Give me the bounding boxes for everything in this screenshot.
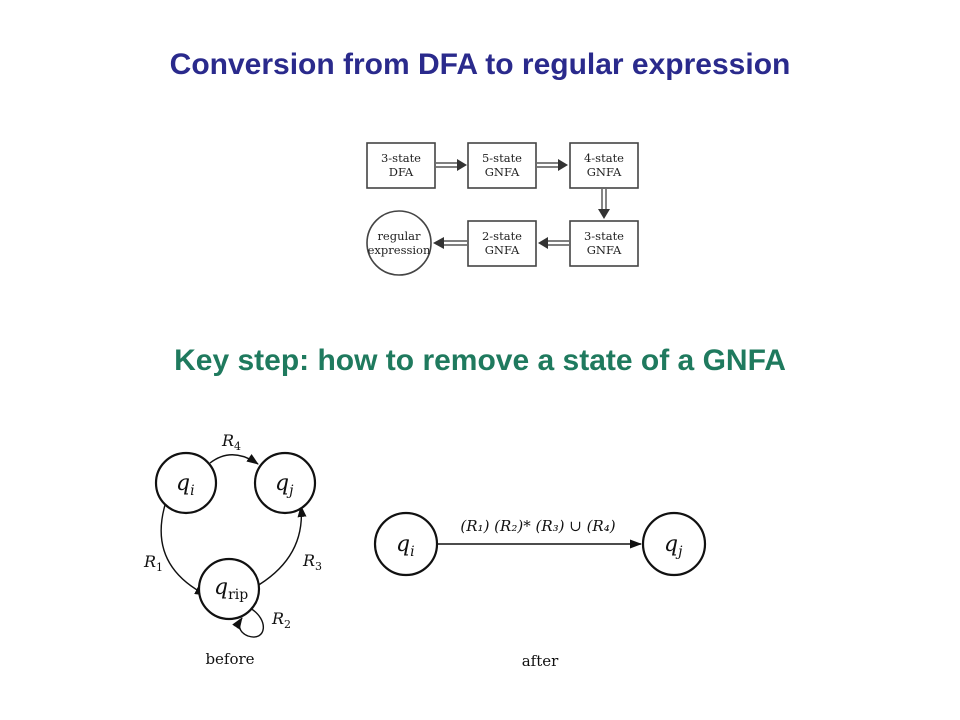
state-subscript: i bbox=[190, 483, 194, 499]
edge-r2-loop bbox=[232, 607, 265, 638]
flow-circle-line2: expression bbox=[368, 243, 431, 257]
section-title: Key step: how to remove a state of a GNF… bbox=[174, 344, 786, 377]
state-label: q bbox=[275, 471, 289, 496]
page-title: Conversion from DFA to regular expressio… bbox=[169, 48, 791, 81]
edge-r3 bbox=[249, 505, 307, 591]
label-r2: R2 bbox=[271, 609, 291, 631]
flow-arrow-5 bbox=[433, 237, 467, 249]
label-r4: R4 bbox=[221, 431, 241, 453]
flow-arrow-2 bbox=[537, 159, 568, 171]
flow-box-gnfa5: 5-state GNFA bbox=[467, 142, 537, 189]
state-subscript: j bbox=[286, 483, 294, 499]
flow-box-gnfa4: 4-state GNFA bbox=[569, 142, 639, 189]
label-r1: R1 bbox=[143, 552, 163, 574]
flow-box-gnfa3: 3-state GNFA bbox=[569, 220, 639, 267]
edge-r1 bbox=[160, 504, 207, 596]
caption-before: before bbox=[205, 650, 254, 668]
state-label: q bbox=[664, 532, 678, 557]
state-qi-before: qi bbox=[154, 451, 218, 515]
label-r3: R3 bbox=[302, 551, 322, 573]
state-label: q bbox=[176, 471, 190, 496]
svg-text:qrip: qrip bbox=[214, 575, 248, 603]
state-qi-after: qi bbox=[373, 511, 439, 577]
flow-box-line1: 2-state bbox=[482, 229, 522, 243]
state-qj-after: qj bbox=[641, 511, 707, 577]
state-qj-before: qj bbox=[253, 451, 317, 515]
flow-circle-line1: regular bbox=[377, 229, 421, 243]
svg-text:qi: qi bbox=[396, 532, 415, 560]
flow-box-line2: GNFA bbox=[587, 243, 622, 257]
flow-box-gnfa2: 2-state GNFA bbox=[467, 220, 537, 267]
state-subscript: i bbox=[410, 544, 414, 560]
svg-text:qi: qi bbox=[176, 471, 195, 499]
flow-box-line1: 3-state bbox=[584, 229, 624, 243]
flow-circle-regex: regular expression bbox=[366, 210, 432, 276]
state-label: q bbox=[214, 575, 228, 600]
flow-box-line2: GNFA bbox=[587, 165, 622, 179]
flow-box-line1: 4-state bbox=[584, 151, 624, 165]
svg-text:qj: qj bbox=[664, 532, 683, 560]
caption-after: after bbox=[522, 652, 559, 670]
flow-arrow-1 bbox=[436, 159, 467, 171]
state-qrip: qrip bbox=[197, 557, 261, 621]
flow-box-line2: GNFA bbox=[485, 165, 520, 179]
state-label: q bbox=[396, 532, 410, 557]
state-subscript: rip bbox=[228, 587, 248, 603]
flow-arrow-4 bbox=[538, 237, 569, 249]
flow-box-line1: 3-state bbox=[381, 151, 421, 165]
flow-box-line2: DFA bbox=[389, 165, 414, 179]
flow-box-dfa3: 3-state DFA bbox=[366, 142, 436, 189]
label-combined-expression: (R₁) (R₂)* (R₃) ∪ (R₄) bbox=[460, 517, 615, 535]
flow-arrow-3 bbox=[598, 189, 610, 219]
flow-box-line1: 5-state bbox=[482, 151, 522, 165]
svg-text:qj: qj bbox=[275, 471, 294, 499]
state-subscript: j bbox=[675, 544, 683, 560]
edge-r4 bbox=[209, 454, 259, 465]
flow-box-line2: GNFA bbox=[485, 243, 520, 257]
